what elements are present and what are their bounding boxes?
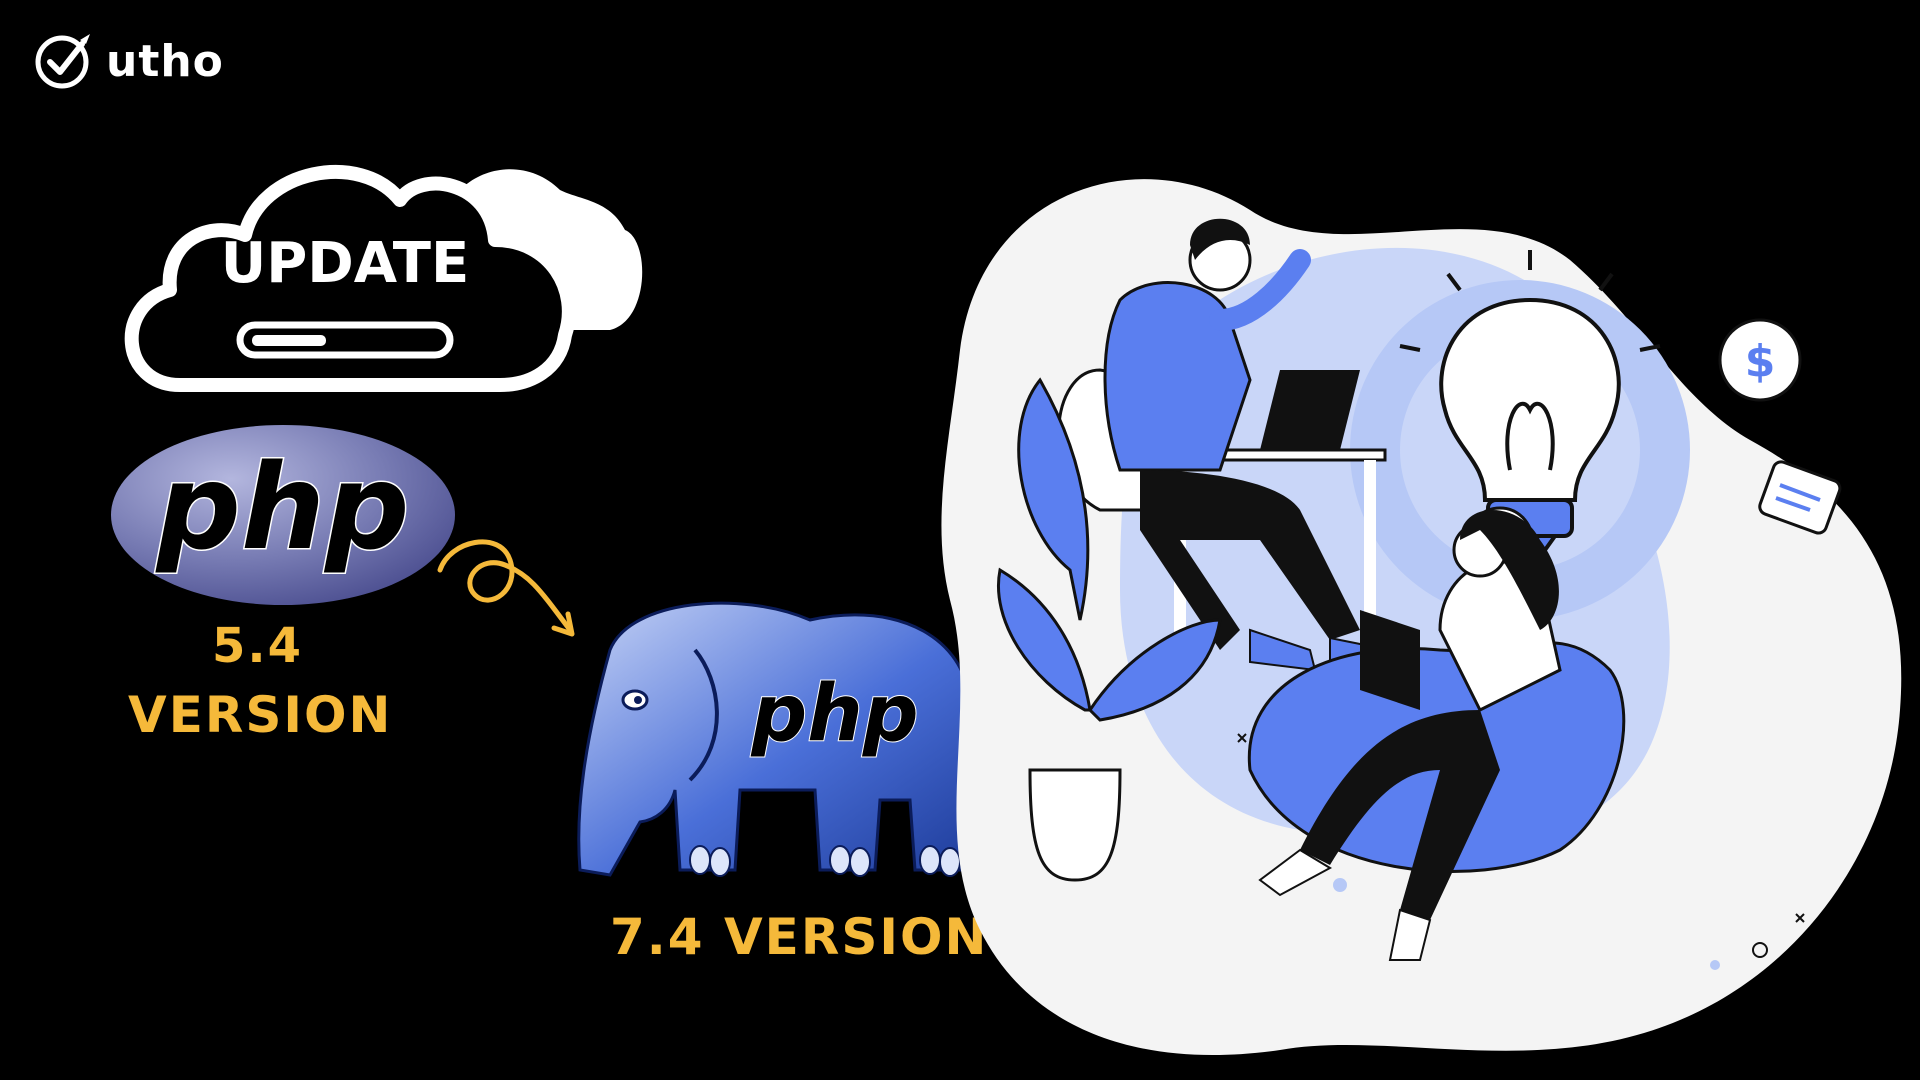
woman-figure bbox=[1247, 510, 1626, 961]
laptop-icon bbox=[1260, 370, 1360, 450]
dollar-icon: $ bbox=[1718, 318, 1802, 402]
old-version-label: VERSION bbox=[128, 686, 393, 744]
old-version-number: 5.4 bbox=[212, 618, 304, 674]
squiggle-arrow-icon bbox=[437, 539, 575, 637]
update-cloud: UPDATE bbox=[124, 164, 643, 392]
svg-text:$: $ bbox=[1745, 336, 1776, 387]
update-progress-fill bbox=[252, 335, 326, 346]
php-new-text: php bbox=[750, 669, 918, 759]
team-illustration: $ bbox=[941, 179, 1902, 1055]
checkmark-rocket-icon bbox=[35, 34, 90, 89]
php-elephant-logo: php bbox=[577, 601, 1000, 877]
php-old-text: php bbox=[155, 438, 410, 576]
update-label: UPDATE bbox=[221, 231, 469, 296]
update-progress-track bbox=[236, 321, 454, 359]
brand-name: utho bbox=[106, 35, 224, 87]
chat-bubble-icon bbox=[1758, 460, 1842, 535]
man-figure bbox=[1103, 218, 1397, 672]
brand-logo: utho bbox=[34, 30, 224, 92]
sparkle-icon bbox=[1237, 733, 1805, 923]
php-logo-old: php bbox=[111, 425, 455, 605]
new-version-label: 7.4 VERSION bbox=[610, 908, 989, 966]
plant-icon bbox=[997, 377, 1222, 882]
